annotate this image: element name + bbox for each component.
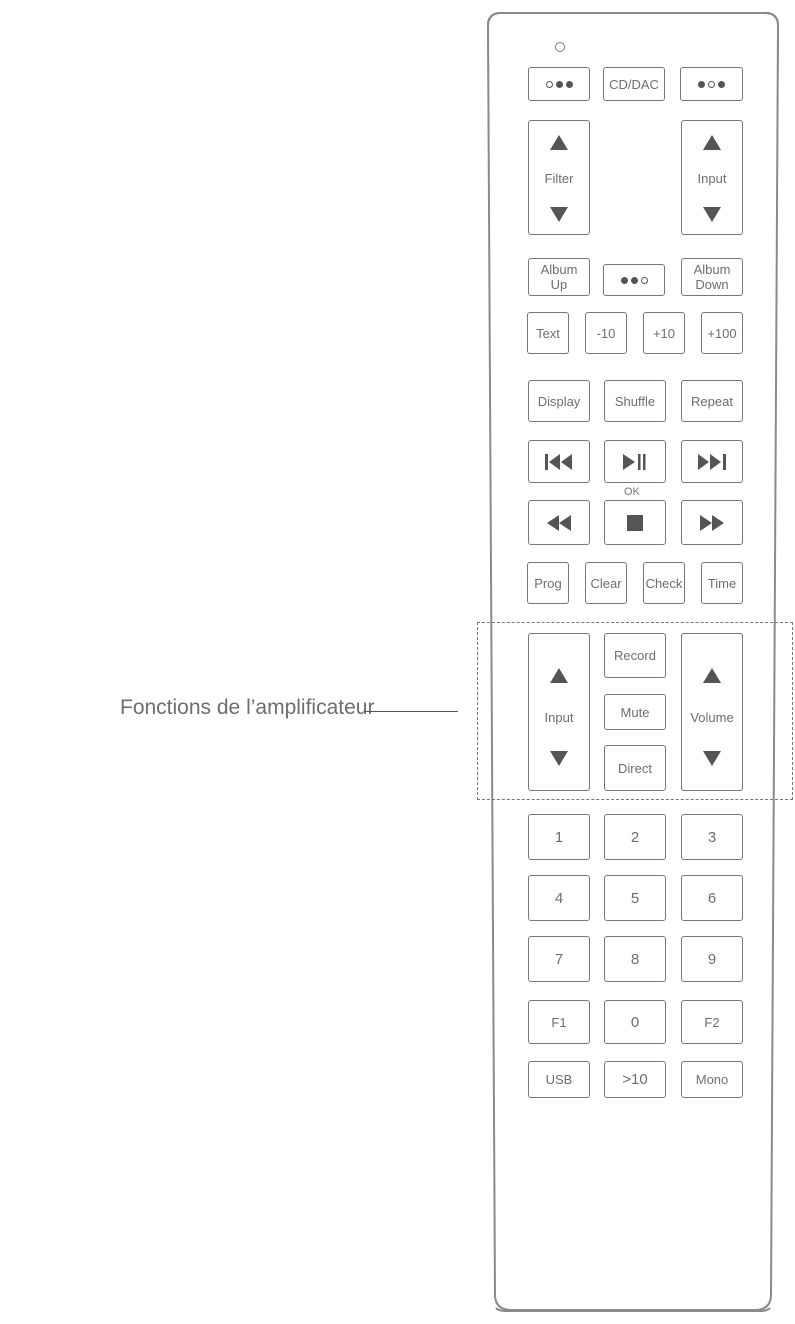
arrow-down-icon[interactable] xyxy=(703,751,721,766)
arrow-up-icon[interactable] xyxy=(703,135,721,150)
stop-ok-button[interactable] xyxy=(604,500,666,545)
dots-icon xyxy=(545,80,573,88)
fast-forward-button[interactable] xyxy=(681,500,743,545)
previous-track-button[interactable] xyxy=(528,440,590,483)
led-indicator xyxy=(555,42,565,52)
next-track-button[interactable] xyxy=(681,440,743,483)
check-button[interactable]: Check xyxy=(643,562,685,604)
filter-label: Filter xyxy=(544,171,574,186)
amp-input-label: Input xyxy=(544,709,574,725)
dots-icon xyxy=(620,276,648,284)
text-button[interactable]: Text xyxy=(527,312,569,354)
key-2[interactable]: 2 xyxy=(604,814,666,860)
arrow-down-icon[interactable] xyxy=(550,207,568,222)
mono-button[interactable]: Mono xyxy=(681,1061,743,1098)
source-button-3[interactable] xyxy=(603,264,665,296)
album-down-button[interactable]: Album Down xyxy=(681,258,743,296)
repeat-button[interactable]: Repeat xyxy=(681,380,743,422)
time-button[interactable]: Time xyxy=(701,562,743,604)
key-9[interactable]: 9 xyxy=(681,936,743,982)
callout-line xyxy=(366,711,458,712)
fast-forward-icon xyxy=(700,514,724,531)
skip-forward-icon xyxy=(698,453,726,470)
key-1[interactable]: 1 xyxy=(528,814,590,860)
skip-back-icon xyxy=(545,453,572,470)
rewind-icon xyxy=(547,514,571,531)
plus-100-button[interactable]: +100 xyxy=(701,312,743,354)
key-7[interactable]: 7 xyxy=(528,936,590,982)
key-4[interactable]: 4 xyxy=(528,875,590,921)
amp-input-rocker[interactable]: Input xyxy=(528,633,590,791)
dots-icon xyxy=(698,80,725,88)
source-button-2[interactable] xyxy=(680,67,743,101)
clear-button[interactable]: Clear xyxy=(585,562,627,604)
key-6[interactable]: 6 xyxy=(681,875,743,921)
key-8[interactable]: 8 xyxy=(604,936,666,982)
play-pause-button[interactable] xyxy=(604,440,666,483)
album-up-button[interactable]: Album Up xyxy=(528,258,590,296)
key-0[interactable]: 0 xyxy=(604,1000,666,1044)
arrow-down-icon[interactable] xyxy=(550,751,568,766)
direct-button[interactable]: Direct xyxy=(604,745,666,791)
volume-label: Volume xyxy=(690,709,734,725)
amplifier-functions-label: Fonctions de l’amplificateur xyxy=(120,696,375,719)
key-3[interactable]: 3 xyxy=(681,814,743,860)
arrow-up-icon[interactable] xyxy=(550,135,568,150)
f2-button[interactable]: F2 xyxy=(681,1000,743,1044)
cd-dac-button[interactable]: CD/DAC xyxy=(603,67,665,101)
filter-rocker[interactable]: Filter xyxy=(528,120,590,235)
arrow-up-icon[interactable] xyxy=(703,668,721,683)
mute-button[interactable]: Mute xyxy=(604,694,666,730)
arrow-down-icon[interactable] xyxy=(703,207,721,222)
play-pause-icon xyxy=(623,453,646,470)
input-label: Input xyxy=(697,171,727,186)
plus-10-button[interactable]: +10 xyxy=(643,312,685,354)
arrow-up-icon[interactable] xyxy=(550,668,568,683)
f1-button[interactable]: F1 xyxy=(528,1000,590,1044)
amplifier-section-outline xyxy=(477,622,793,800)
volume-rocker[interactable]: Volume xyxy=(681,633,743,791)
shuffle-button[interactable]: Shuffle xyxy=(604,380,666,422)
display-button[interactable]: Display xyxy=(528,380,590,422)
greater-than-10-button[interactable]: >10 xyxy=(604,1061,666,1098)
prog-button[interactable]: Prog xyxy=(527,562,569,604)
stop-icon xyxy=(627,514,643,531)
minus-10-button[interactable]: -10 xyxy=(585,312,627,354)
key-5[interactable]: 5 xyxy=(604,875,666,921)
input-rocker[interactable]: Input xyxy=(681,120,743,235)
rewind-button[interactable] xyxy=(528,500,590,545)
ok-label: OK xyxy=(624,486,640,498)
record-button[interactable]: Record xyxy=(604,633,666,678)
usb-button[interactable]: USB xyxy=(528,1061,590,1098)
source-button-1[interactable] xyxy=(528,67,590,101)
